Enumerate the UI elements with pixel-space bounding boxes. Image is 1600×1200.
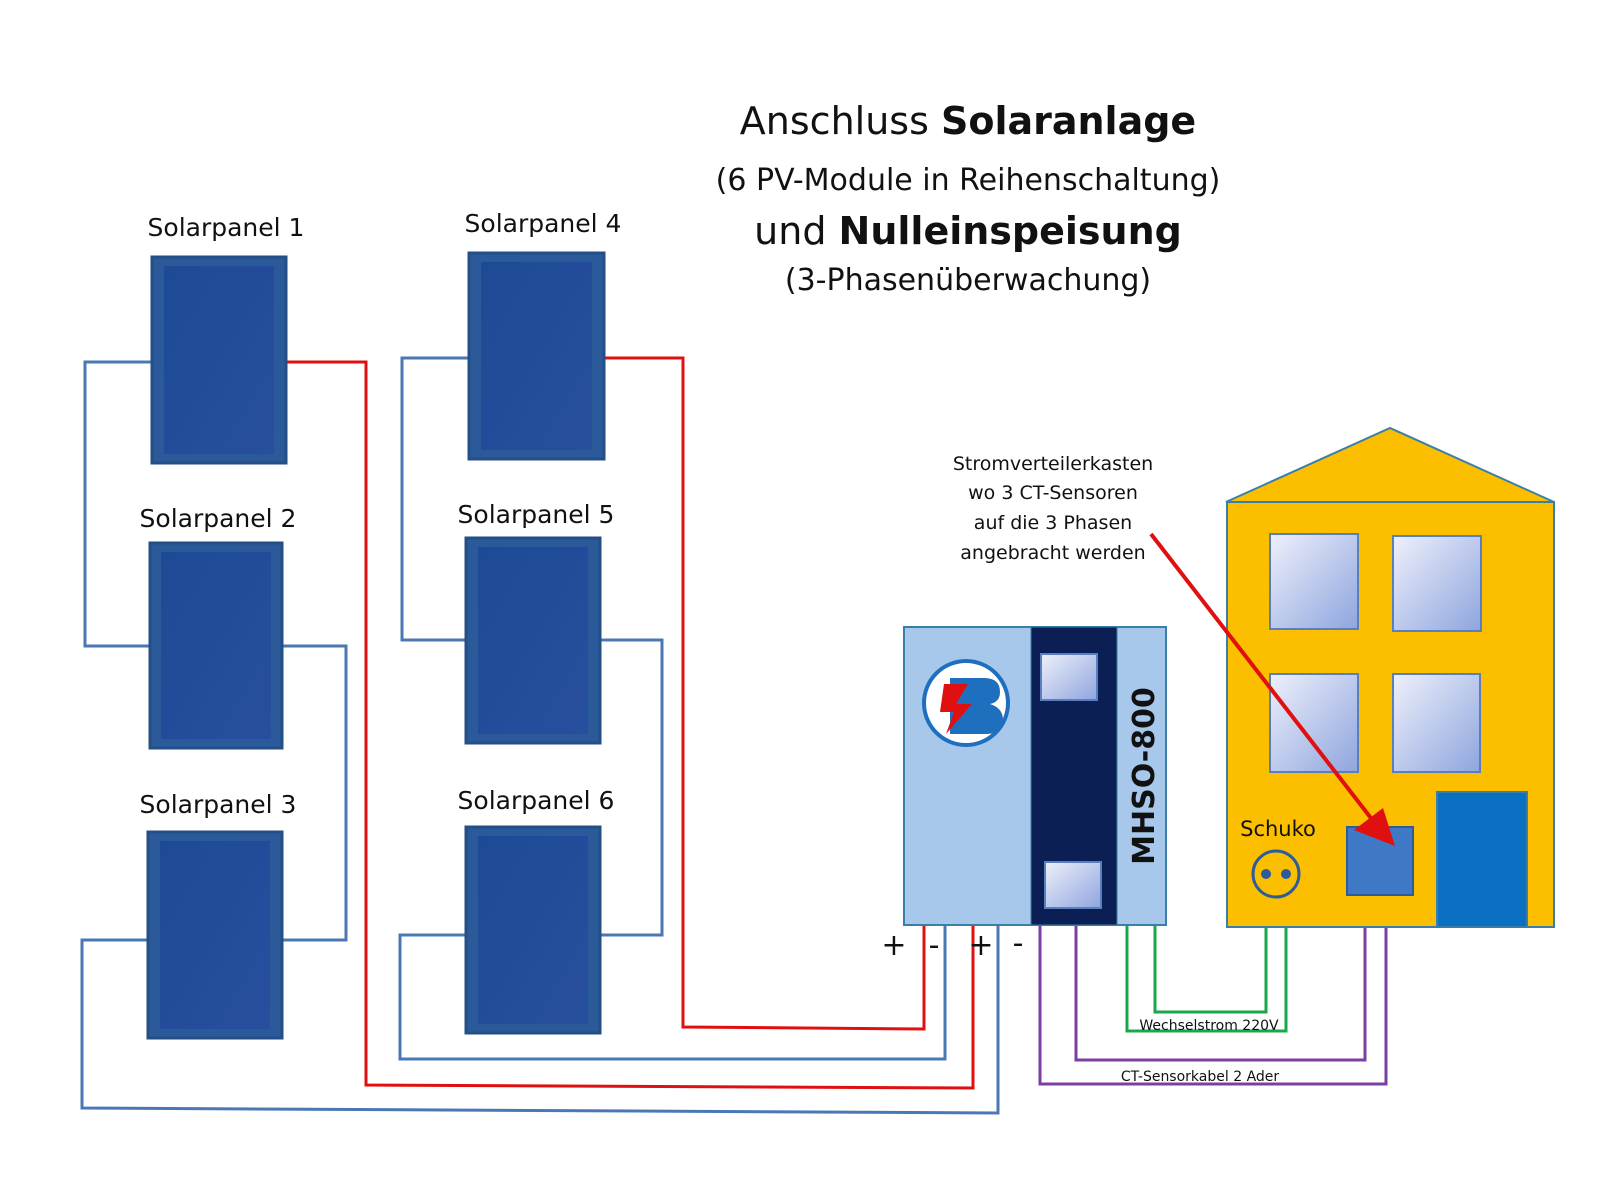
panel-label-5: Solarpanel 5 [458, 500, 615, 529]
panel-label-4: Solarpanel 4 [465, 209, 622, 238]
wiring [80, 356, 1388, 1115]
diagram-title: Anschluss Solaranlage (6 PV-Module in Re… [716, 99, 1221, 298]
inverter-window-bottom [1044, 861, 1102, 909]
brand-logo-icon [922, 659, 1010, 747]
building-window-4 [1392, 673, 1481, 773]
wire-p2-p3 [282, 644, 348, 942]
panel-label-3: Solarpanel 3 [140, 790, 297, 819]
title-line-4: (3-Phasenüberwachung) [785, 263, 1151, 298]
wire-p5-p6 [600, 638, 664, 937]
schuko-label: Schuko [1240, 817, 1316, 841]
solar-panel-1: Solarpanel 1 [148, 213, 305, 465]
pointer-arrow-icon [1149, 532, 1395, 846]
wire-p6-inverter [398, 925, 947, 1061]
terminal-plus-2: + [968, 928, 993, 963]
solar-panel-2: Solarpanel 2 [140, 504, 297, 750]
positive-wires [286, 356, 975, 1090]
solar-panel-4: Solarpanel 4 [465, 209, 622, 461]
panel-label-6: Solarpanel 6 [458, 786, 615, 815]
wire-p1-inverter [286, 360, 975, 1090]
building-window-2 [1392, 535, 1482, 632]
wire-p3-inverter [80, 925, 1000, 1115]
solar-panel-6: Solarpanel 6 [458, 786, 615, 1035]
ac-wires [1125, 875, 1288, 1033]
wire-ct-2 [1038, 895, 1388, 1086]
terminal-minus-2: - [1013, 926, 1024, 961]
solar-panel-3: Solarpanel 3 [140, 790, 297, 1040]
wire-p4-p5 [400, 356, 469, 642]
terminal-plus-1: + [881, 928, 906, 963]
inverter: MHSO-800 + - + - [881, 626, 1167, 963]
inverter-window-top [1040, 653, 1098, 701]
building: Schuko [1225, 426, 1555, 928]
wire-ct-1 [1074, 895, 1367, 1062]
schuko-socket-icon [1251, 849, 1301, 899]
solar-panel-5: Solarpanel 5 [458, 500, 615, 745]
building-roof [1225, 426, 1555, 503]
building-door [1436, 791, 1528, 928]
terminal-minus-1: - [929, 928, 940, 963]
ct-wires [1038, 895, 1388, 1086]
building-window-3 [1269, 673, 1359, 773]
distribution-box [1346, 826, 1414, 896]
panel-label-1: Solarpanel 1 [148, 213, 305, 242]
annotation-line-1: Stromverteilerkasten [953, 453, 1153, 475]
panel-label-2: Solarpanel 2 [140, 504, 297, 533]
wire-p1-p2 [83, 360, 152, 648]
building-window-1 [1269, 533, 1359, 630]
title-line-3: und Nulleinspeisung [754, 209, 1182, 253]
title-line-1: Anschluss Solaranlage [740, 99, 1196, 143]
annotation: Stromverteilerkasten wo 3 CT-Sensoren au… [953, 453, 1395, 846]
wire-ac-2 [1153, 875, 1268, 1014]
title-line-2: (6 PV-Module in Reihenschaltung) [716, 163, 1221, 198]
ac-cable-label: Wechselstrom 220V [1139, 1018, 1279, 1034]
annotation-line-3: auf die 3 Phasen [974, 512, 1132, 534]
wire-ac-1 [1125, 875, 1288, 1033]
annotation-line-2: wo 3 CT-Sensoren [968, 482, 1138, 504]
annotation-line-4: angebracht werden [960, 542, 1145, 564]
ct-cable-label: CT-Sensorkabel 2 Ader [1121, 1069, 1280, 1085]
solar-panels: Solarpanel 1 Solarpanel 2 Solarpanel 3 S… [140, 209, 622, 1040]
wire-p4-inverter [604, 356, 926, 1031]
negative-wires [80, 356, 1000, 1115]
inverter-model-label: MHSO-800 [1127, 687, 1162, 865]
